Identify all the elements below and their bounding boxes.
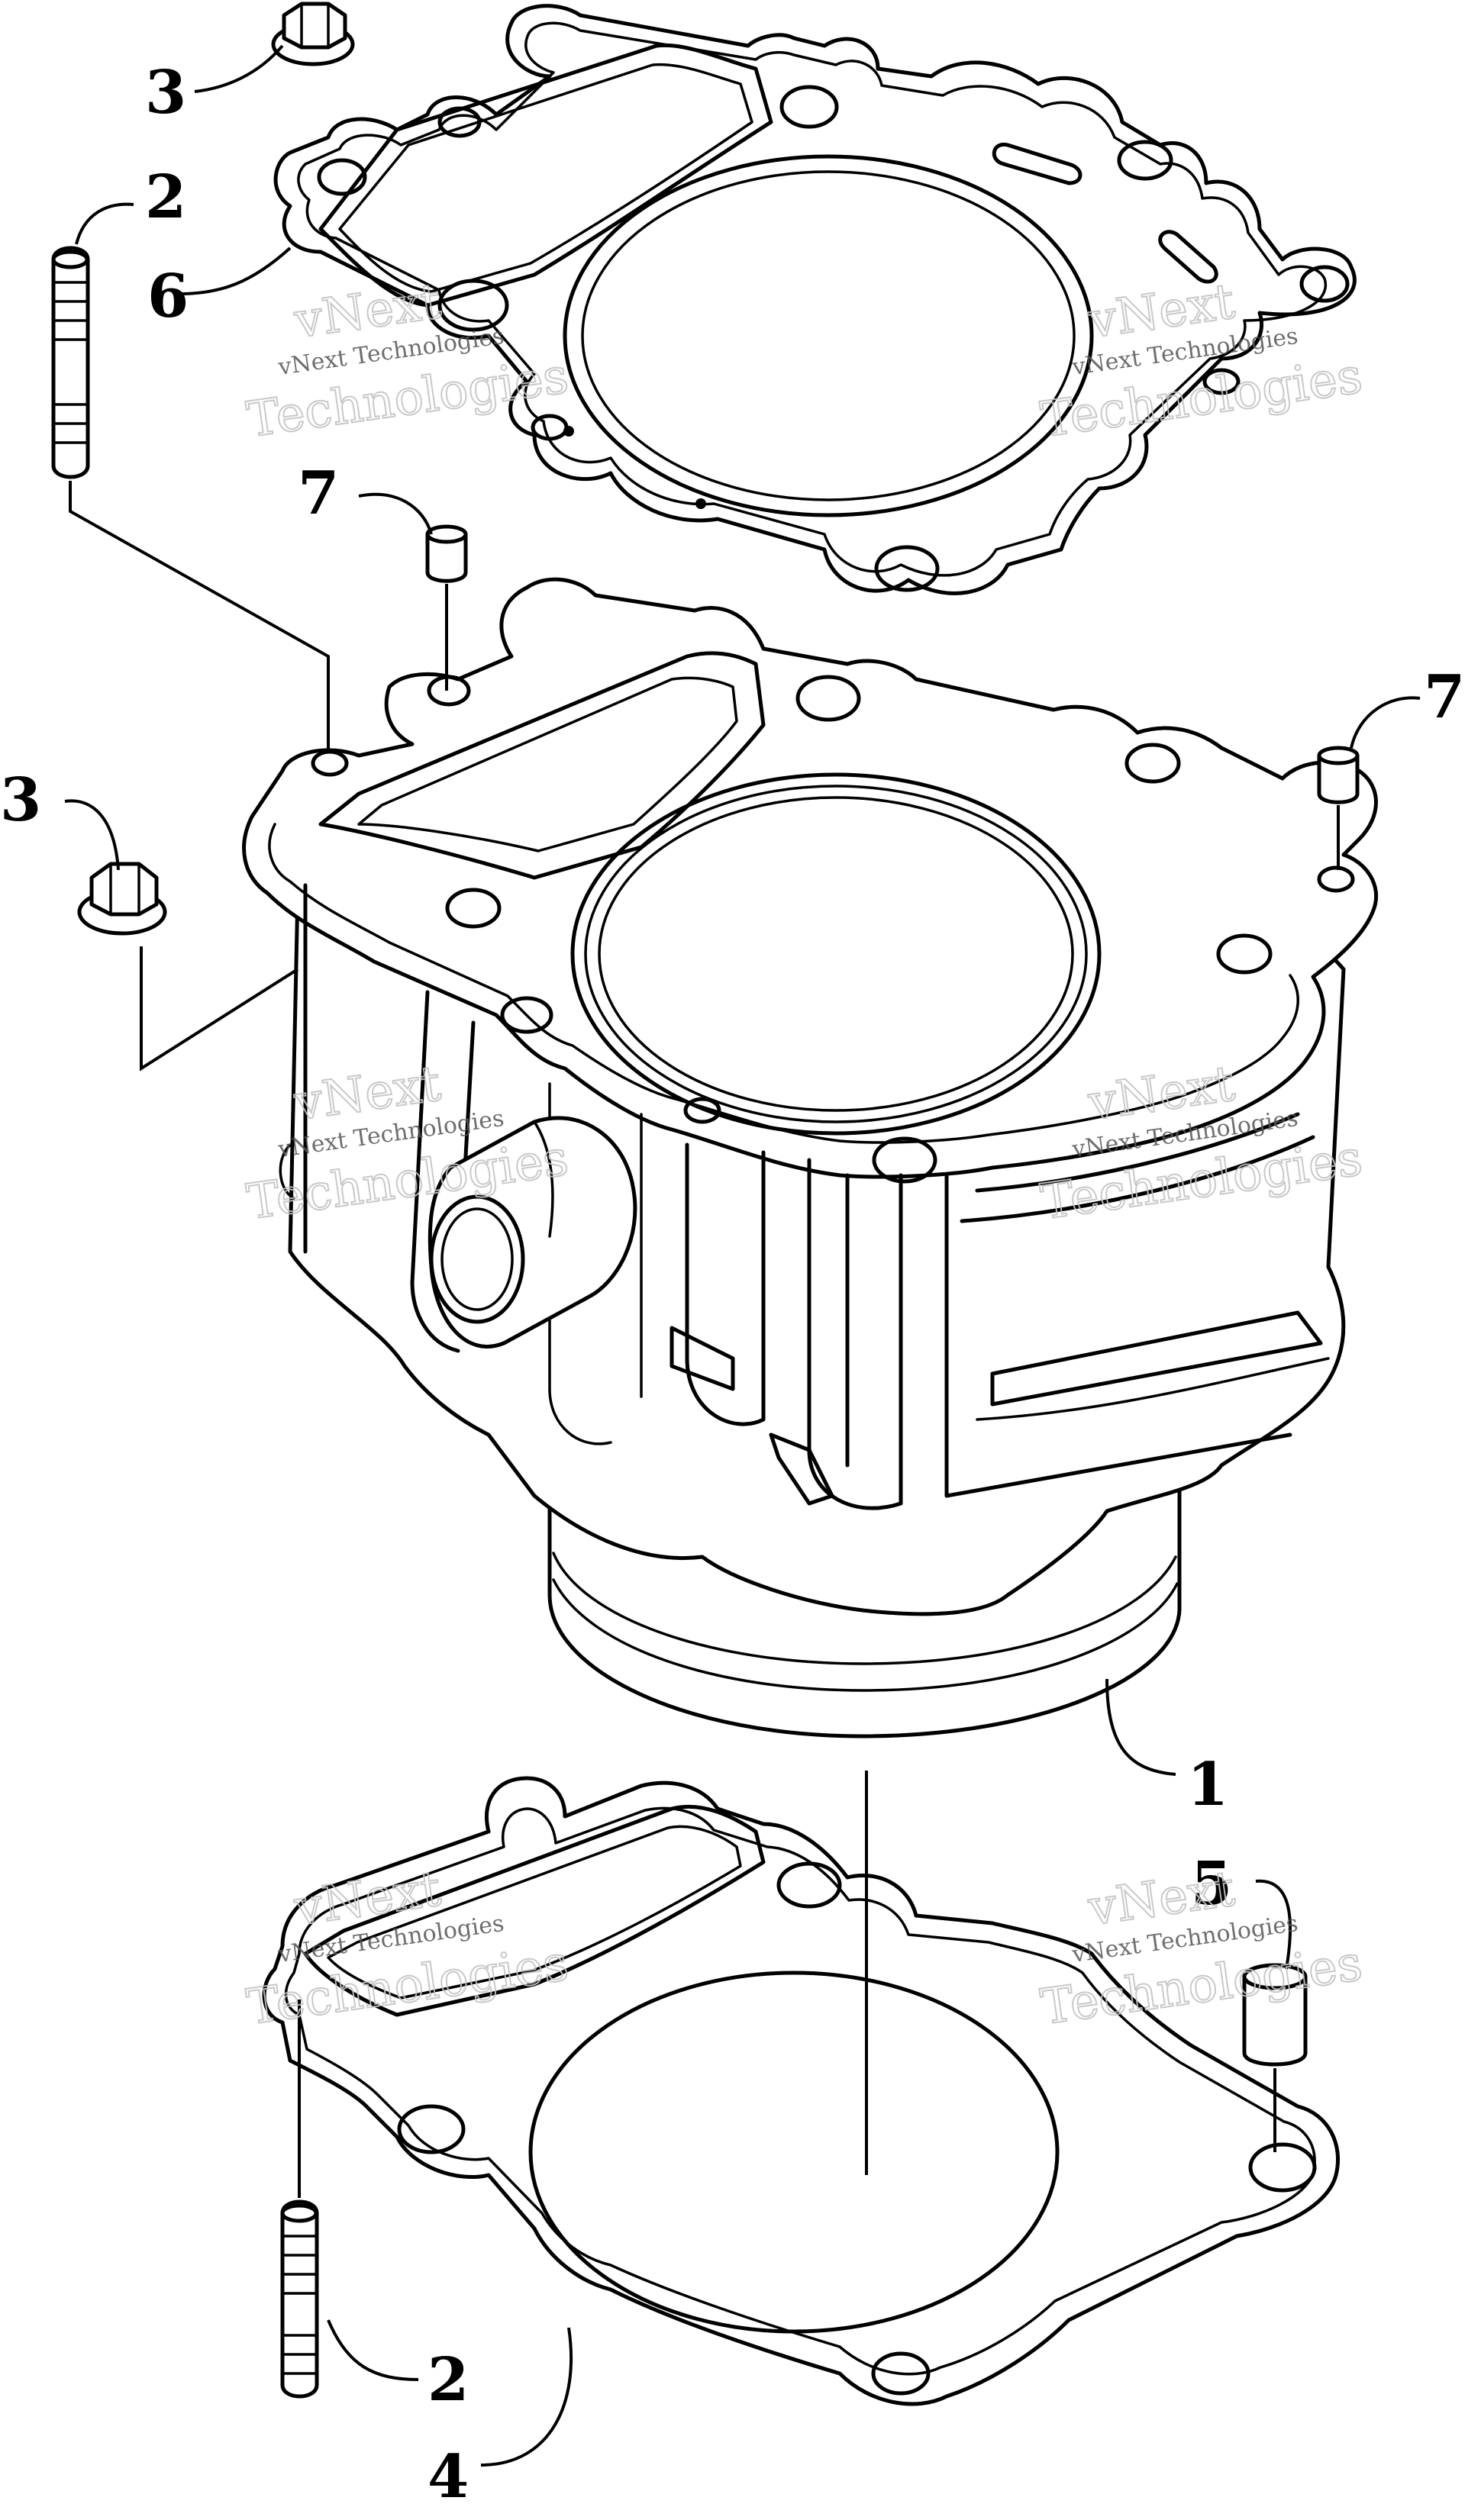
dowel-pin-right bbox=[1317, 746, 1360, 804]
flange-nut-side bbox=[77, 862, 167, 936]
callout-6: 6 bbox=[147, 262, 189, 331]
callout-7-left: 7 bbox=[298, 459, 339, 528]
callout-3-top: 3 bbox=[145, 58, 186, 127]
callout-2-top: 2 bbox=[145, 163, 186, 232]
flange-nut-top bbox=[271, 2, 355, 66]
cylinder-body bbox=[242, 577, 1379, 1739]
assembly-lines bbox=[69, 481, 1340, 2198]
callout-labels: 3 2 6 7 7 3 1 5 2 4 bbox=[0, 58, 1465, 2512]
callout-leaders bbox=[64, 44, 1421, 2467]
callout-4: 4 bbox=[428, 2442, 469, 2512]
head-gasket bbox=[273, 4, 1357, 595]
dowel-pin-left bbox=[425, 524, 468, 583]
callout-5: 5 bbox=[1191, 1849, 1232, 1919]
base-gasket bbox=[262, 1776, 1341, 2406]
watermark-bottom-right: vNext vNext Technologies Technologies bbox=[1037, 1860, 1366, 2037]
hollow-dowel-sleeve bbox=[1242, 1963, 1308, 2067]
stud-bottom bbox=[280, 2199, 319, 2399]
callout-3-side: 3 bbox=[0, 765, 41, 835]
callout-2-bottom: 2 bbox=[428, 2345, 469, 2415]
callout-7-right: 7 bbox=[1424, 662, 1465, 732]
stud-top bbox=[51, 246, 90, 479]
callout-1: 1 bbox=[1187, 1750, 1228, 1819]
